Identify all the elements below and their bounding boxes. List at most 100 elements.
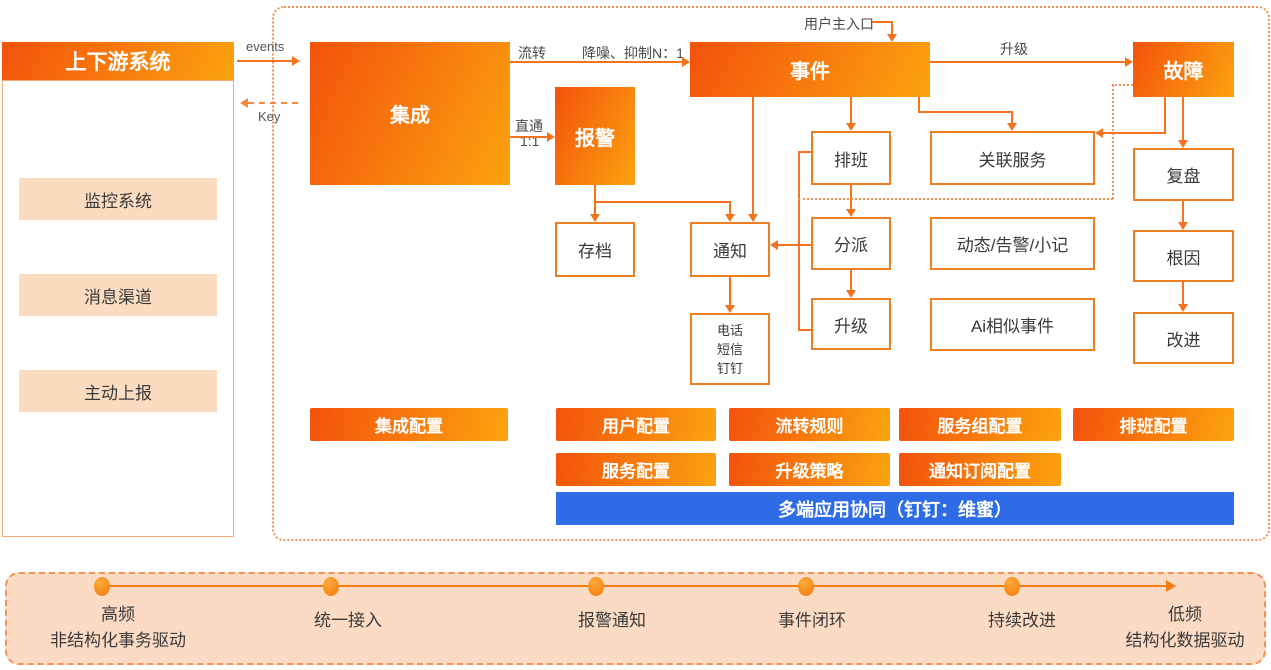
edge-incident-related-v1 (918, 97, 920, 112)
upstream-item-monitoring: 监控系统 (19, 178, 217, 220)
config-escalate-policy-button: 升级策略 (729, 453, 890, 486)
edge-root-improve-arrowhead (1178, 304, 1188, 312)
timeline-stage-2-line1: 统一接入 (314, 611, 382, 630)
timeline-dot-5 (1004, 577, 1020, 596)
edge-dispatch-notify-arrowhead (770, 240, 778, 250)
node-incident: 事件 (690, 42, 930, 97)
edge-label-events: events (246, 39, 285, 54)
edge-alarm-notify-v (729, 201, 731, 215)
edge-direct-arrowhead (547, 132, 555, 142)
config-service-button: 服务配置 (556, 453, 716, 486)
edge-flow-arrowhead (682, 57, 690, 67)
node-alarm: 报警 (555, 87, 635, 185)
edge-alarm-archive-arrowhead (590, 214, 600, 222)
edge-escalate-line (930, 61, 1126, 63)
timeline-stage-6-line1: 低频 (1168, 605, 1202, 624)
config-flow-rule-button: 流转规则 (729, 408, 890, 441)
node-integration: 集成 (310, 42, 510, 185)
edge-review-root-v (1182, 201, 1184, 223)
edge-key-arrowhead (240, 98, 248, 108)
edge-fault-related-arrowhead (1095, 128, 1103, 138)
node-archive: 存档 (555, 222, 635, 277)
edge-bracket-v (798, 152, 800, 330)
timeline-stage-5-line1: 持续改进 (988, 611, 1056, 630)
upstream-panel-header: 上下游系统 (2, 42, 234, 80)
node-schedule: 排班 (811, 131, 891, 185)
timeline-stage-3: 报警通知 (578, 608, 646, 634)
timeline-panel (5, 572, 1266, 665)
edge-user-entry-arrowhead (887, 34, 897, 42)
edge-incident-related-v2 (1011, 111, 1013, 124)
collab-bar: 多端应用协同（钉钉：维蜜） (556, 492, 1234, 525)
timeline-stage-4-line1: 事件闭环 (778, 611, 846, 630)
edge-dispatch-notify-h (777, 244, 811, 246)
timeline-axis (102, 585, 1170, 587)
timeline-dot-2 (323, 577, 339, 596)
edge-bracket-top (798, 151, 811, 153)
edge-dotted-feedback-h1 (798, 198, 1113, 200)
edge-alarm-archive-v (594, 201, 596, 215)
timeline-stage-3-line1: 报警通知 (578, 611, 646, 630)
timeline-stage-4: 事件闭环 (778, 608, 846, 634)
edge-key-line (248, 102, 298, 104)
node-review: 复盘 (1133, 148, 1234, 201)
main-flow-frame (272, 6, 1270, 541)
edge-dispatch-escalate-v (850, 270, 852, 291)
node-ai-similar: Ai相似事件 (930, 298, 1095, 351)
edge-user-entry-h (872, 21, 893, 23)
edge-user-entry-v (891, 21, 893, 36)
timeline-dot-1 (94, 577, 110, 596)
config-integration-button: 集成配置 (310, 408, 508, 441)
edge-notify-channels-arrowhead (725, 305, 735, 313)
edge-dotted-feedback-v (1112, 85, 1114, 199)
channel-sms: 短信 (716, 341, 743, 357)
edge-bracket-bottom (798, 329, 811, 331)
edge-dotted-feedback-h2 (1112, 84, 1133, 86)
node-notify: 通知 (690, 222, 770, 277)
config-service-group-button: 服务组配置 (899, 408, 1061, 441)
edge-alarm-split-h (594, 201, 731, 203)
edge-label-escalate: 升级 (1000, 41, 1028, 57)
edge-incident-related-arrowhead (1007, 123, 1017, 131)
edge-label-key: Key (258, 109, 281, 124)
edge-notify-channels-v (729, 277, 731, 306)
config-notify-subscribe-button: 通知订阅配置 (899, 453, 1061, 486)
timeline-dot-4 (798, 577, 814, 596)
timeline-stage-1-line2: 非结构化事务驱动 (50, 631, 186, 650)
node-escalate: 升级 (811, 298, 891, 350)
node-dispatch: 分派 (811, 217, 891, 270)
edge-direct-line (510, 136, 548, 138)
node-related-service: 关联服务 (930, 131, 1095, 185)
timeline-stage-2: 统一接入 (314, 608, 382, 634)
timeline-stage-1-line1: 高频 (101, 605, 135, 624)
upstream-item-manual-report: 主动上报 (19, 370, 217, 412)
edge-schedule-dispatch-arrowhead (846, 209, 856, 217)
timeline-stage-6-line2: 结构化数据驱动 (1125, 631, 1245, 650)
edge-label-user-entry: 用户主入口 (804, 16, 874, 32)
edge-incident-schedule-v (850, 97, 852, 124)
node-improve: 改进 (1133, 312, 1234, 364)
edge-alarm-notify-arrowhead (725, 214, 735, 222)
node-feed: 动态/告警/小记 (930, 217, 1095, 270)
timeline-stage-6: 低频 结构化数据驱动 (1126, 602, 1245, 654)
edge-incident-notify-arrowhead (748, 214, 758, 222)
edge-label-direct: 直通 (515, 118, 543, 134)
edge-label-flow: 流转 (518, 45, 546, 61)
config-schedule-button: 排班配置 (1073, 408, 1234, 441)
timeline-dot-3 (588, 577, 604, 596)
edge-incident-notify-v (752, 97, 754, 215)
timeline-stage-1: 高频 非结构化事务驱动 (50, 602, 186, 654)
timeline-arrowhead (1166, 580, 1176, 592)
upstream-item-message-channel: 消息渠道 (19, 274, 217, 316)
edge-incident-schedule-arrowhead (846, 123, 856, 131)
config-user-button: 用户配置 (556, 408, 716, 441)
edge-flow-line (510, 61, 683, 63)
edge-events-arrowhead (292, 56, 300, 66)
edge-schedule-dispatch-v (850, 185, 852, 210)
edge-fault-review-v (1182, 97, 1184, 141)
node-fault: 故障 (1133, 42, 1234, 97)
edge-root-improve-v (1182, 282, 1184, 305)
edge-review-root-arrowhead (1178, 222, 1188, 230)
edge-escalate-arrowhead (1125, 57, 1133, 67)
